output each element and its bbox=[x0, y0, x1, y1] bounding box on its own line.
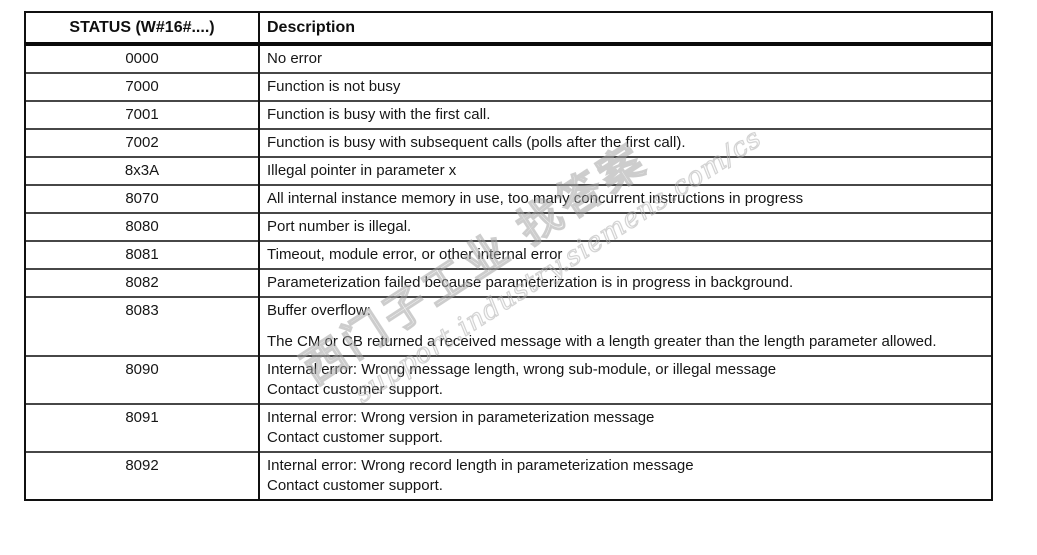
description-line: Port number is illegal. bbox=[267, 218, 412, 235]
description-line: Contact customer support. bbox=[267, 429, 443, 446]
status-cell: 0000 bbox=[24, 44, 260, 73]
description-line: Parameterization failed because paramete… bbox=[267, 274, 794, 291]
description-line: All internal instance memory in use, too… bbox=[267, 190, 804, 207]
description-line: Contact customer support. bbox=[267, 381, 443, 398]
description-cell: Buffer overflow: The CM or CB returned a … bbox=[258, 296, 993, 356]
status-cell: 8070 bbox=[24, 184, 260, 213]
table-row: 7002 Function is busy with subsequent ca… bbox=[24, 128, 993, 157]
table-row: 7000 Function is not busy bbox=[24, 72, 993, 101]
status-cell: 8090 bbox=[24, 355, 260, 404]
table-row: 8083 Buffer overflow: The CM or CB return… bbox=[24, 296, 993, 356]
table-row: 8070 All internal instance memory in use… bbox=[24, 184, 993, 213]
description-cell: Function is not busy bbox=[258, 72, 993, 101]
table-row: 8091 Internal error: Wrong version in pa… bbox=[24, 403, 993, 452]
description-line: Contact customer support. bbox=[267, 477, 443, 494]
table-row: 8090 Internal error: Wrong message lengt… bbox=[24, 355, 993, 404]
table-row: 7001 Function is busy with the first cal… bbox=[24, 100, 993, 129]
description-line: Function is busy with subsequent calls (… bbox=[267, 134, 686, 151]
description-line: Buffer overflow: bbox=[267, 302, 371, 319]
status-cell: 8092 bbox=[24, 451, 260, 500]
table-row: 8x3A Illegal pointer in parameter x bbox=[24, 156, 993, 185]
table-body: 0000 No error 7000 Function is not busy … bbox=[24, 44, 993, 500]
table-header-row: STATUS (W#16#....) Description bbox=[24, 12, 993, 46]
description-line: Internal error: Wrong message length, wr… bbox=[267, 361, 777, 378]
description-cell: Internal error: Wrong record length in p… bbox=[258, 451, 993, 500]
status-code-table: STATUS (W#16#....) Description 0000 No e… bbox=[24, 11, 993, 501]
status-cell: 7001 bbox=[24, 100, 260, 129]
description-cell: Function is busy with the first call. bbox=[258, 100, 993, 129]
description-line: Illegal pointer in parameter x bbox=[267, 162, 457, 179]
description-cell: All internal instance memory in use, too… bbox=[258, 184, 993, 213]
status-cell: 7000 bbox=[24, 72, 260, 101]
description-cell: No error bbox=[258, 44, 993, 73]
status-cell: 8083 bbox=[24, 296, 260, 356]
status-cell: 8x3A bbox=[24, 156, 260, 185]
table-row: 8080 Port number is illegal. bbox=[24, 212, 993, 241]
description-cell: Internal error: Wrong message length, wr… bbox=[258, 355, 993, 404]
status-cell: 8081 bbox=[24, 240, 260, 269]
description-line: The CM or CB returned a received message… bbox=[267, 333, 937, 350]
description-cell: Function is busy with subsequent calls (… bbox=[258, 128, 993, 157]
table-row: 8092 Internal error: Wrong record length… bbox=[24, 451, 993, 500]
description-cell: Internal error: Wrong version in paramet… bbox=[258, 403, 993, 452]
table-row: 8082 Parameterization failed because par… bbox=[24, 268, 993, 297]
description-line: Timeout, module error, or other internal… bbox=[267, 246, 563, 263]
description-cell: Timeout, module error, or other internal… bbox=[258, 240, 993, 269]
description-line: Function is not busy bbox=[267, 78, 401, 95]
status-cell: 7002 bbox=[24, 128, 260, 157]
description-cell: Illegal pointer in parameter x bbox=[258, 156, 993, 185]
description-line: Internal error: Wrong record length in p… bbox=[267, 457, 694, 474]
description-cell: Parameterization failed because paramete… bbox=[258, 268, 993, 297]
table-row: 0000 No error bbox=[24, 44, 993, 73]
status-cell: 8080 bbox=[24, 212, 260, 241]
status-cell: 8082 bbox=[24, 268, 260, 297]
table-row: 8081 Timeout, module error, or other int… bbox=[24, 240, 993, 269]
description-line: No error bbox=[267, 50, 323, 67]
description-column-header: Description bbox=[258, 12, 993, 46]
description-cell: Port number is illegal. bbox=[258, 212, 993, 241]
status-column-header: STATUS (W#16#....) bbox=[24, 12, 260, 46]
description-line: Function is busy with the first call. bbox=[267, 106, 491, 123]
status-cell: 8091 bbox=[24, 403, 260, 452]
description-line: Internal error: Wrong version in paramet… bbox=[267, 409, 655, 426]
